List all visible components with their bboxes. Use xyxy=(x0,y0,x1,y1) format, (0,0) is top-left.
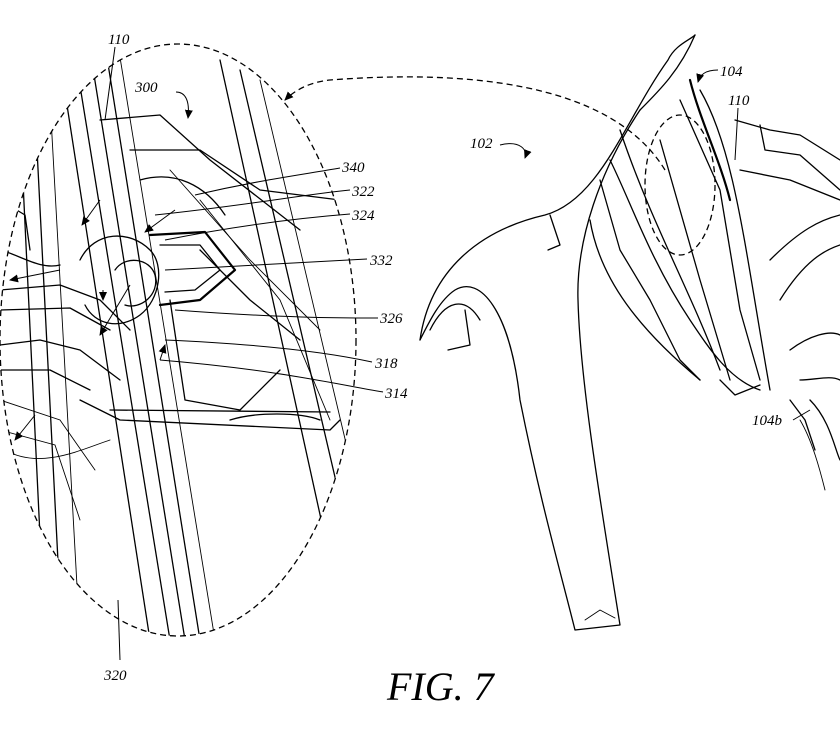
ref-332: 332 xyxy=(369,253,393,269)
ref-104b: 104b xyxy=(752,413,783,429)
ref-110-detail: 110 xyxy=(108,32,130,48)
detail-callout-arrow xyxy=(284,76,666,171)
reference-labels: 110 300 340 322 324 332 326 318 314 320 … xyxy=(103,32,783,684)
ref-110-main: 110 xyxy=(728,93,750,109)
ref-326: 326 xyxy=(379,311,403,327)
ref-340: 340 xyxy=(341,160,365,176)
ref-314: 314 xyxy=(384,386,408,402)
ref-104: 104 xyxy=(720,64,743,80)
detail-drawing xyxy=(0,44,351,636)
detail-ellipse-outline xyxy=(0,43,357,637)
figure-caption: FIG. 7 xyxy=(386,664,496,709)
ref-102: 102 xyxy=(470,136,493,152)
fender-assembly-view xyxy=(419,34,840,631)
ref-324: 324 xyxy=(351,208,375,224)
ref-322: 322 xyxy=(351,184,375,200)
detail-view xyxy=(0,43,357,637)
ref-318: 318 xyxy=(374,356,398,372)
ref-320: 320 xyxy=(103,668,127,684)
leader-lines xyxy=(104,46,811,661)
ref-300: 300 xyxy=(134,80,158,96)
